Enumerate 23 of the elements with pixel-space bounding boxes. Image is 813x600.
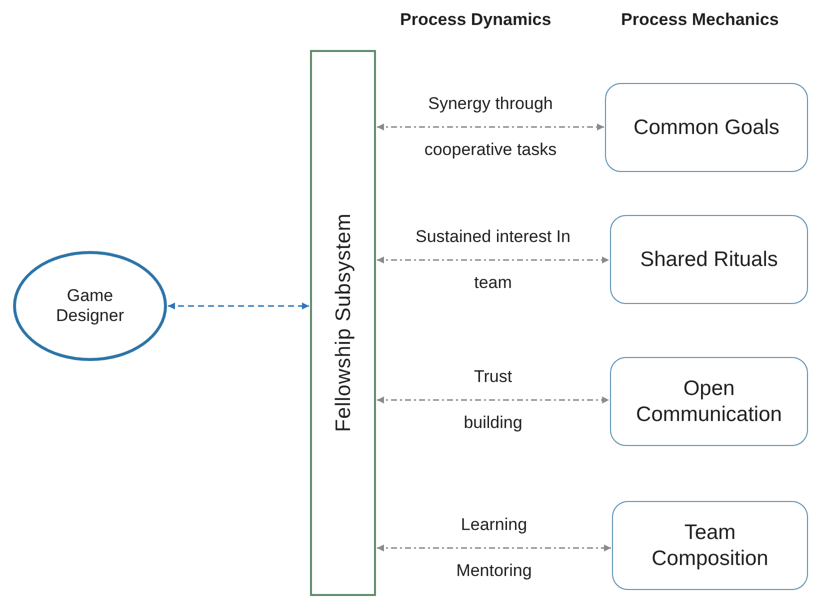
mechanic-box bbox=[610, 215, 808, 304]
edge-label: Sustained interest In team bbox=[416, 226, 570, 294]
mechanic-box bbox=[612, 501, 808, 590]
edge-label: Learning Mentoring bbox=[455, 514, 533, 582]
double-arrow bbox=[377, 544, 611, 552]
node-label: Shared Rituals bbox=[639, 246, 779, 272]
double-arrow bbox=[377, 396, 609, 404]
actor-ellipse bbox=[13, 251, 167, 361]
double-arrow bbox=[377, 256, 609, 264]
column-heading: Process Mechanics bbox=[621, 10, 779, 30]
subsystem-column bbox=[310, 50, 376, 596]
node-label: Fellowship Subsystem bbox=[330, 214, 356, 432]
node-label: Team Composition bbox=[650, 520, 770, 571]
mechanic-box bbox=[610, 357, 808, 446]
edge-label: Trust building bbox=[462, 366, 524, 434]
edge-label: Synergy through cooperative tasks bbox=[423, 93, 558, 161]
column-heading: Process Dynamics bbox=[400, 10, 552, 30]
double-arrow bbox=[168, 302, 309, 310]
node-label: Open Communication bbox=[635, 376, 783, 427]
node-label: Common Goals bbox=[632, 114, 780, 140]
node-label: Game Designer bbox=[54, 286, 126, 326]
double-arrow bbox=[377, 124, 604, 130]
mechanic-box bbox=[605, 83, 808, 172]
